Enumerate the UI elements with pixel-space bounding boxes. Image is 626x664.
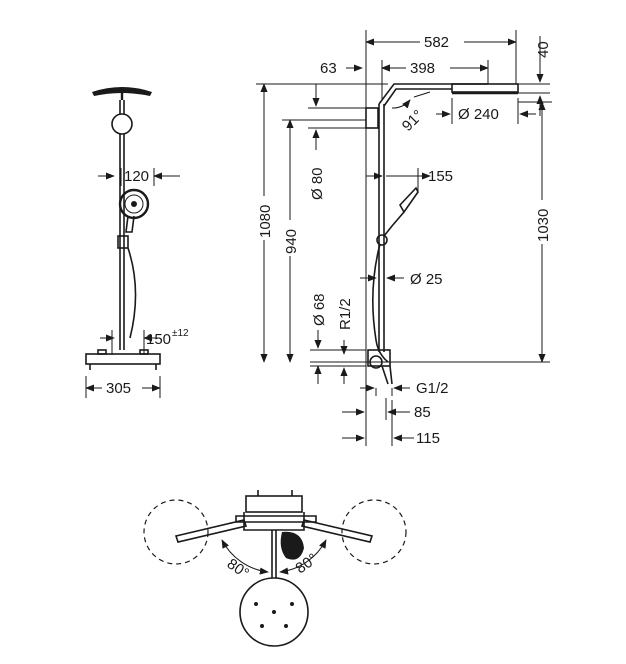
dim-398-label: 398 <box>410 60 435 77</box>
dim-150-label: 150 <box>146 331 171 348</box>
dim-940-label: 940 <box>283 229 300 254</box>
top-view: 80° 80° <box>143 490 407 647</box>
dim-25-label: Ø 25 <box>410 271 443 288</box>
angle-left-label: 80° <box>224 555 252 582</box>
dim-r12-label: R1/2 <box>337 298 354 330</box>
dim-155-label: 155 <box>428 168 453 185</box>
dim-240-label: Ø 240 <box>458 106 499 123</box>
dim-91-label: 91° <box>399 107 427 135</box>
dim-1080-label: 1080 <box>257 205 274 238</box>
dim-305-label: 305 <box>106 380 131 397</box>
dim-85-label: 85 <box>414 404 431 421</box>
front-view: 120 150 ±12 305 <box>85 87 189 398</box>
dim-40-label: 40 <box>535 41 552 58</box>
dim-150-tolerance: ±12 <box>172 328 189 339</box>
dim-115-label: 115 <box>416 430 440 447</box>
side-view: 582 40 63 398 91° Ø 240 1080 <box>256 30 552 447</box>
dim-g12-label: G1/2 <box>416 380 449 397</box>
dim-63-label: 63 <box>320 60 337 77</box>
dim-68-label: Ø 68 <box>311 293 328 326</box>
dim-120-label: 120 <box>124 168 149 185</box>
dim-1030-label: 1030 <box>535 209 552 242</box>
dim-80-label: Ø 80 <box>309 167 326 200</box>
dim-582-label: 582 <box>424 34 449 51</box>
